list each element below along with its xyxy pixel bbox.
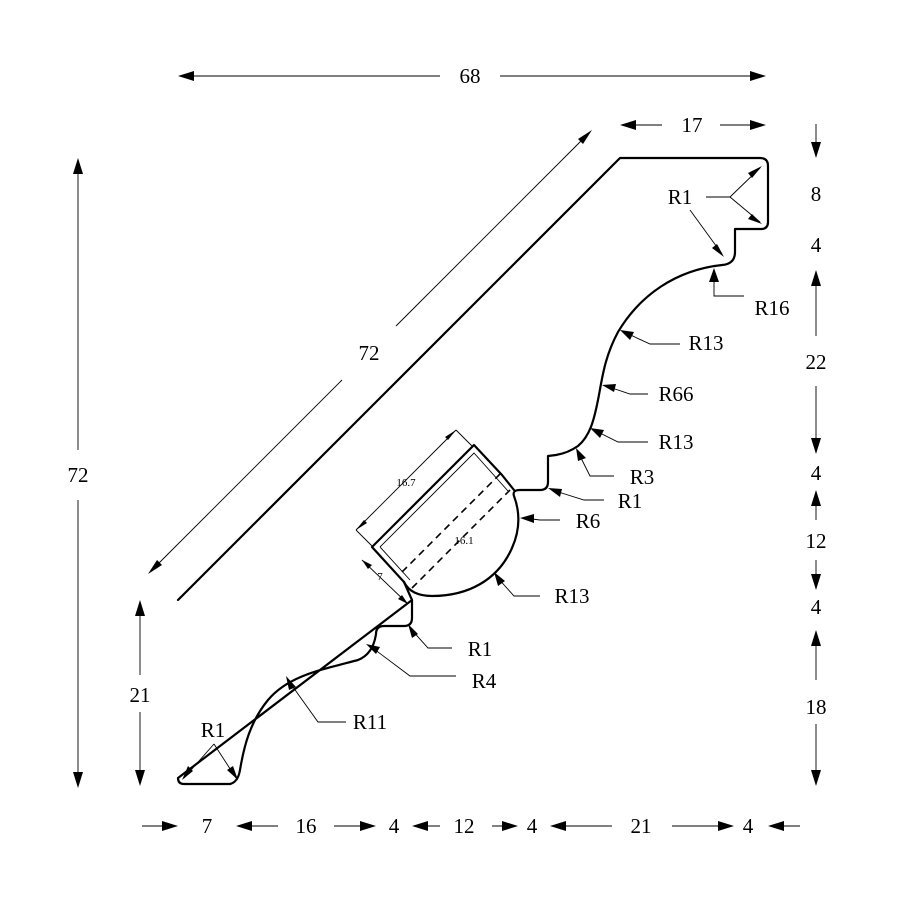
r4-label: R4 — [472, 669, 497, 693]
dim-bottom-4b: 4 — [527, 814, 538, 838]
dim-overall-width: 68 — [178, 64, 766, 88]
r3-label: R3 — [630, 465, 655, 489]
pocket-width-label: 7 — [377, 571, 383, 583]
r1-top-right-label: R1 — [668, 185, 693, 209]
dim-bottom-21: 21 — [631, 814, 652, 838]
r11-label: R11 — [353, 710, 387, 734]
dim-right-4a: 4 — [811, 233, 822, 257]
dim-21-left-label: 21 — [130, 683, 151, 707]
dim-right-12: 12 — [806, 529, 827, 553]
dim-72-height-label: 72 — [68, 463, 89, 487]
r1-bottom-left-label: R1 — [201, 718, 226, 742]
dim-17-label: 17 — [682, 113, 703, 137]
dim-bottom-16: 16 — [296, 814, 317, 838]
dim-right-22: 22 — [806, 350, 827, 374]
dim-diagonal: 72 — [148, 130, 592, 574]
dim-top-flat: 17 — [620, 113, 766, 137]
dim-right-4b: 4 — [811, 461, 822, 485]
pocket-inner-outline — [379, 452, 509, 581]
dim-right-18: 18 — [806, 695, 827, 719]
dim-68-label: 68 — [460, 64, 481, 88]
dim-bottom-12: 12 — [454, 814, 475, 838]
dim-bottom-4a: 4 — [389, 814, 400, 838]
dim-bottom-7: 7 — [202, 814, 213, 838]
r66-label: R66 — [658, 382, 693, 406]
pocket-inner-label: 16.1 — [454, 535, 473, 547]
dim-right-8: 8 — [811, 182, 822, 206]
pocket-dimensions: 16.7 16.1 7 — [355, 429, 474, 605]
r13-bead-label: R13 — [554, 584, 589, 608]
r13-lower-label: R13 — [658, 430, 693, 454]
dim-left-base: 21 — [130, 600, 151, 786]
dim-bottom-4c: 4 — [743, 814, 754, 838]
r16-label: R16 — [754, 296, 789, 320]
dim-right-column: 8 4 22 4 12 4 18 — [806, 124, 827, 786]
pocket-length-label: 16.7 — [396, 477, 416, 489]
dim-overall-height: 72 — [68, 158, 89, 788]
r13-upper-label: R13 — [688, 331, 723, 355]
r6-label: R6 — [576, 509, 601, 533]
r1-mid-label: R1 — [468, 637, 493, 661]
pocket-dash-1 — [401, 473, 501, 573]
radius-callouts: R1 R16 R13 R66 R13 R3 R1 R6 R1 — [182, 166, 790, 780]
moulding-profile — [176, 156, 770, 786]
pocket-lip — [402, 580, 414, 602]
dim-72-diagonal-label: 72 — [359, 341, 380, 365]
r1-step-label: R1 — [618, 489, 643, 513]
dim-bottom-row: 7 16 4 12 4 21 4 — [142, 814, 800, 838]
dim-right-4c: 4 — [811, 595, 822, 619]
